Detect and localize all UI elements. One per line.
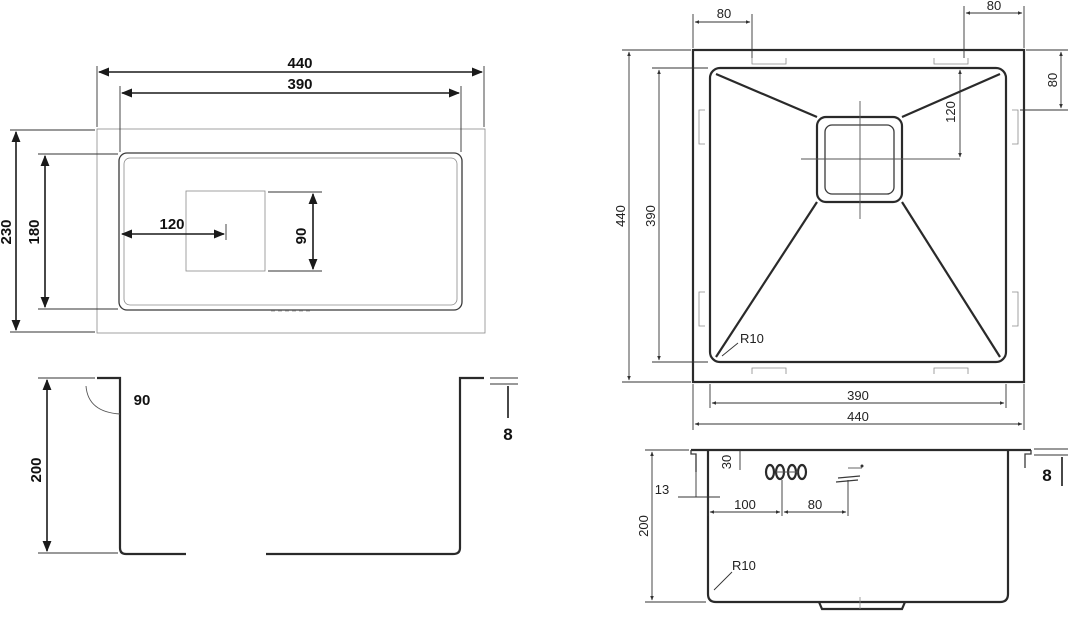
dim-label-top-left-80: 80 bbox=[717, 6, 731, 21]
dim-label-100: 100 bbox=[734, 497, 756, 512]
dim-label-80: 80 bbox=[808, 497, 822, 512]
dim-label-30: 30 bbox=[719, 455, 734, 469]
angle-label: 90 bbox=[134, 392, 151, 409]
right-section-view: 30 13 100 80 200 R10 8 bbox=[636, 448, 1068, 611]
radius-label: R10 bbox=[740, 331, 764, 346]
dim-label-90: 90 bbox=[293, 228, 310, 245]
section-bowl bbox=[706, 450, 1010, 604]
drain-outer bbox=[815, 115, 904, 204]
section-right-wall bbox=[452, 376, 484, 556]
outer-rim bbox=[96, 128, 486, 334]
drain-inner bbox=[824, 124, 895, 195]
dim-label-top-right-80: 80 bbox=[987, 0, 1001, 13]
dim-label-width-390: 390 bbox=[847, 388, 869, 403]
section-flange-label-8: 8 bbox=[1042, 466, 1051, 485]
dim-label-120: 120 bbox=[159, 216, 184, 233]
flange-label-8: 8 bbox=[503, 425, 512, 444]
dim-label-200: 200 bbox=[28, 457, 45, 482]
dim-label-230: 230 bbox=[0, 219, 15, 244]
dim-label-height-390: 390 bbox=[643, 205, 658, 227]
dim-label-390: 390 bbox=[287, 76, 312, 93]
dim-label-right-80: 80 bbox=[1045, 73, 1060, 87]
dim-label-width-440: 440 bbox=[847, 409, 869, 424]
left-top-view: 440 390 230 180 120 90 bbox=[0, 55, 486, 334]
section-radius-label: R10 bbox=[732, 558, 756, 573]
section-drain bbox=[817, 601, 907, 611]
bowl-outline bbox=[118, 152, 463, 311]
dim-label-drain-120: 120 bbox=[943, 101, 958, 123]
overflow-holes bbox=[764, 463, 808, 481]
dim-label-180: 180 bbox=[26, 219, 43, 244]
outer-frame bbox=[691, 48, 1026, 384]
dim-label-depth-200: 200 bbox=[636, 515, 651, 537]
dim-label-13: 13 bbox=[655, 482, 669, 497]
dim-label-440: 440 bbox=[287, 55, 312, 72]
right-top-view: 80 80 80 120 440 390 R10 390 bbox=[613, 0, 1068, 430]
section-left-wall bbox=[97, 376, 186, 556]
drain-square bbox=[185, 190, 266, 272]
dim-label-height-440: 440 bbox=[613, 205, 628, 227]
angle-arc bbox=[85, 385, 121, 415]
left-section-view: 90 200 8 bbox=[28, 376, 518, 556]
bowl-frame bbox=[708, 66, 1008, 364]
